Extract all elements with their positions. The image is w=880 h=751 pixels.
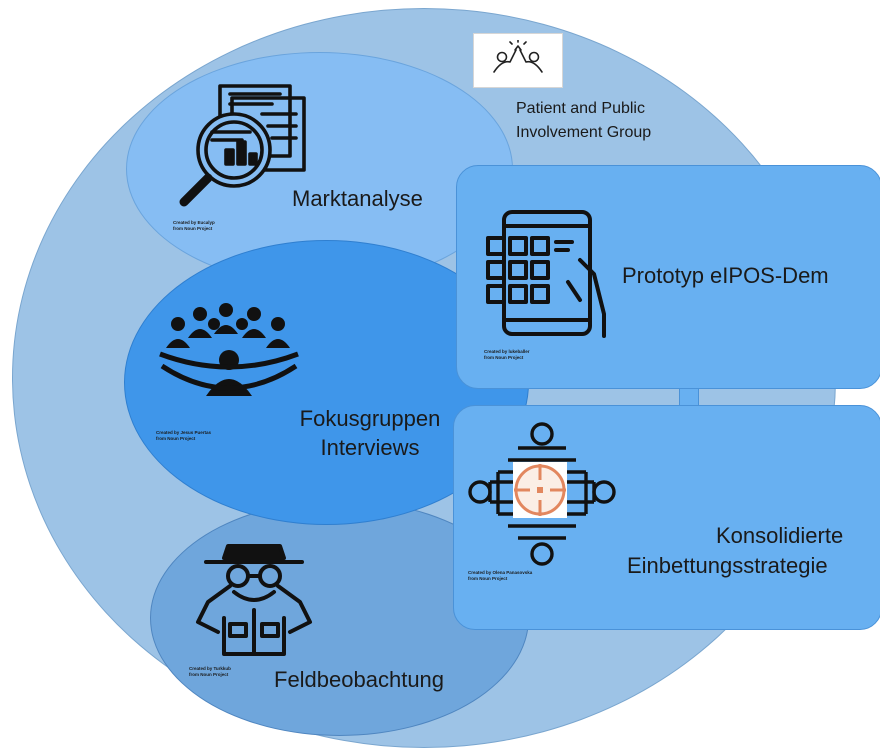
fokus-credit: Created by Jesus Puertas from Noun Proje… [156, 430, 212, 441]
high-five-icon [493, 40, 543, 73]
tablet-app-icon [486, 210, 606, 338]
strategy-target-icon [468, 422, 616, 566]
konsolidiert-credit: Created by Olena Panasovska from Noun Pr… [468, 570, 533, 581]
fokus-label-line2: Interviews [320, 435, 420, 460]
box-connector [679, 385, 699, 407]
prototyp-label: Prototyp eIPOS-Dem [622, 263, 829, 288]
marktanalyse-credit: Created by Eucalyp from Noun Project [173, 220, 215, 231]
konsolidiert-label-line2: Einbettungsstrategie [627, 553, 828, 578]
ppi-label-line1: Patient and Public [516, 100, 645, 117]
observer-binoculars-icon [196, 544, 312, 656]
ppi-label-line2: Involvement Group [516, 124, 652, 141]
ppi-icon-box [473, 33, 563, 88]
fokus-label-line1: Fokusgruppen [299, 406, 441, 431]
prototyp-credit: Created by lukeballer from Noun Project [484, 349, 530, 360]
group-meeting-icon [159, 303, 299, 396]
magnifier-report-icon [179, 84, 306, 207]
feld-label: Feldbeobachtung [274, 667, 445, 692]
marktanalyse-label: Marktanalyse [292, 186, 423, 211]
feld-credit: Created by Turkkub from Noun Project [189, 666, 231, 677]
konsolidiert-label-line1: Konsolidierte [716, 523, 844, 548]
